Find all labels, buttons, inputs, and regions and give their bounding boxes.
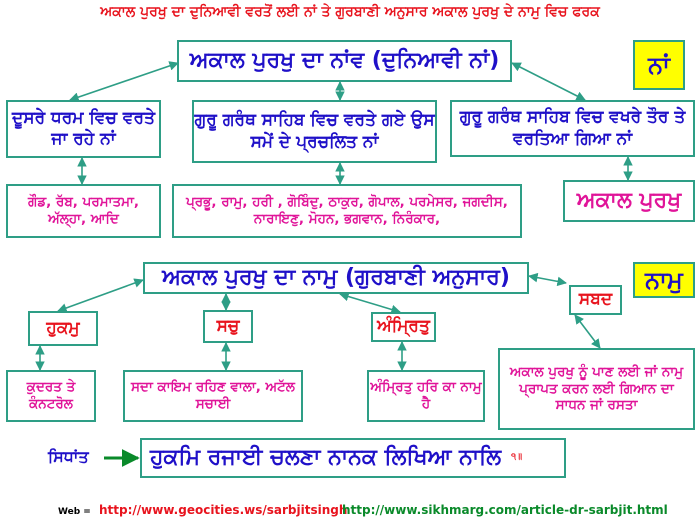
detail-hukam: ਕੁਦਰਤ ਤੇ ਕੰਨਟਰੋਲ: [6, 370, 96, 422]
main-box-worldly-name-label: ਅਕਾਲ ਪੁਰਖੁ ਦਾ ਨਾਂਵ (ਦੁਨਿਆਵੀ ਨਾਂ): [189, 48, 500, 74]
footer-web-label: Web =: [58, 507, 91, 517]
item-sach: ਸਚੁ: [203, 310, 253, 343]
detail-sabad: ਅਕਾਲ ਪੁਰਖੁ ਨੂੰ ਪਾਣ ਲਈ ਜਾਂ ਨਾਮੁ ਪ੍ਰਾਪਤ ਕਰ…: [498, 348, 695, 430]
box-ggs-distinct-name-label: ਗੁਰੂ ਗਰੰਥ ਸਾਹਿਬ ਵਿਚ ਵਖਰੇ ਤੌਰ ਤੇ ਵਰਤਿਆ ਗਿ…: [459, 107, 686, 149]
detail-hukam-text: ਕੁਦਰਤ ਤੇ ਕੰਨਟਰੋਲ: [26, 379, 76, 412]
arrow-sabad-detail: [574, 314, 601, 349]
main-box-gurbani-naam: ਅਕਾਲ ਪੁਰਖੁ ਦਾ ਨਾਮੁ (ਗੁਰਬਾਣੀ ਅਨੁਸਾਰ): [143, 262, 529, 294]
item-hukam-label: ਹੁਕਮੁ: [46, 317, 80, 338]
detail-other-religion-names-text: ਗੌਡ, ਰੱਬ, ਪਰਮਾਤਮਾ, ਅੱਲ੍ਹਾ, ਆਦਿ: [28, 194, 139, 227]
principle-quote: ਹੁਕਮਿ ਰਜਾਈ ਚਲਣਾ ਨਾਨਕ ਲਿਖਿਆ ਨਾਲਿ: [150, 445, 502, 471]
main-box-gurbani-naam-label: ਅਕਾਲ ਪੁਰਖੁ ਦਾ ਨਾਮੁ (ਗੁਰਬਾਣੀ ਅਨੁਸਾਰ): [162, 265, 510, 291]
footer: Web = http://www.geocities.ws/sarbjitsin…: [58, 503, 347, 517]
principle-quote-box: ਹੁਕਮਿ ਰਜਾਈ ਚਲਣਾ ਨਾਨਕ ਲਿਖਿਆ ਨਾਲਿ ੧॥: [140, 438, 566, 478]
item-sach-label: ਸਚੁ: [216, 315, 240, 336]
detail-sach: ਸਦਾ ਕਾਇਮ ਰਹਿਣ ਵਾਲਾ, ਅਟੱਲ ਸਚਾਈ: [123, 370, 303, 422]
tag-naa: ਨਾਂ: [633, 40, 685, 90]
detail-ggs-common-names: ਪ੍ਰਭੂ, ਰਾਮੁ, ਹਰੀ , ਗੋਬਿੰਦੁ, ਠਾਕੁਰ, ਗੋਪਾਲ…: [172, 184, 522, 238]
detail-sach-text: ਸਦਾ ਕਾਇਮ ਰਹਿਣ ਵਾਲਾ, ਅਟੱਲ ਸਚਾਈ: [131, 379, 295, 412]
main-box-worldly-name: ਅਕਾਲ ਪੁਰਖੁ ਦਾ ਨਾਂਵ (ਦੁਨਿਆਵੀ ਨਾਂ): [177, 40, 512, 82]
item-hukam: ਹੁਕਮੁ: [28, 311, 98, 346]
detail-ggs-common-names-text: ਪ੍ਰਭੂ, ਰਾਮੁ, ਹਰੀ , ਗੋਬਿੰਦੁ, ਠਾਕੁਰ, ਗੋਪਾਲ…: [186, 194, 508, 227]
arrow-main2-amrit: [339, 291, 401, 315]
footer-url-geocities[interactable]: http://www.geocities.ws/sarbjitsingh: [99, 503, 348, 517]
item-sabad-label: ਸਬਦ: [578, 289, 613, 310]
detail-amrit: ਅੰਮ੍ਰਿਤੁ ਹਰਿ ਕਾ ਨਾਮੁ ਹੈ: [367, 370, 485, 422]
box-other-religion-names-label: ਦੂਸਰੇ ਧਰਮ ਵਿਚ ਵਰਤੇ ਜਾ ਰਹੇ ਨਾਂ: [12, 107, 155, 149]
box-other-religion-names: ਦੂਸਰੇ ਧਰਮ ਵਿਚ ਵਰਤੇ ਜਾ ਰਹੇ ਨਾਂ: [6, 100, 161, 158]
tag-naa-label: ਨਾਂ: [648, 51, 670, 79]
box-ggs-common-names-label: ਗੁਰੂ ਗਰੰਥ ਸਾਹਿਬ ਵਿਚ ਵਰਤੇ ਗਏ ਉਸ ਸਮੇਂ ਦੇ ਪ…: [194, 110, 435, 152]
detail-other-religion-names: ਗੌਡ, ਰੱਬ, ਪਰਮਾਤਮਾ, ਅੱਲ੍ਹਾ, ਆਦਿ: [6, 184, 161, 238]
item-amrit-label: ਅੰਮ੍ਰਿਤੁ: [377, 316, 430, 337]
detail-amrit-text: ਅੰਮ੍ਰਿਤੁ ਹਰਿ ਕਾ ਨਾਮੁ ਹੈ: [370, 379, 482, 412]
box-ggs-common-names: ਗੁਰੂ ਗਰੰਥ ਸਾਹਿਬ ਵਿਚ ਵਰਤੇ ਗਏ ਉਸ ਸਮੇਂ ਦੇ ਪ…: [192, 100, 437, 163]
principle-ref: ੧॥: [511, 452, 523, 463]
detail-ggs-distinct-name: ਅਕਾਲ ਪੁਰਖੁ: [563, 180, 695, 222]
detail-ggs-distinct-name-text: ਅਕਾਲ ਪੁਰਖੁ: [576, 188, 682, 214]
principle-label: ਸਿਧਾਂਤ: [48, 447, 89, 466]
arrow-main2-hukam: [57, 278, 144, 313]
detail-sabad-text: ਅਕਾਲ ਪੁਰਖੁ ਨੂੰ ਪਾਣ ਲਈ ਜਾਂ ਨਾਮੁ ਪ੍ਰਾਪਤ ਕਰ…: [509, 363, 684, 414]
tag-naam-label: ਨਾਮੁ: [645, 266, 683, 294]
box-ggs-distinct-name: ਗੁਰੂ ਗਰੰਥ ਸਾਹਿਬ ਵਿਚ ਵਖਰੇ ਤੌਰ ਤੇ ਵਰਤਿਆ ਗਿ…: [450, 100, 695, 157]
arrow-main1-left: [69, 61, 179, 102]
item-sabad: ਸਬਦ: [569, 285, 622, 315]
item-amrit: ਅੰਮ੍ਰਿਤੁ: [371, 312, 436, 342]
footer-url-sikhmarg[interactable]: http://www.sikhmarg.com/article-dr-sarbj…: [342, 503, 668, 517]
arrow-main1-right: [511, 62, 586, 101]
arrow-main2-sabad: [528, 272, 567, 287]
tag-naam: ਨਾਮੁ: [633, 262, 695, 298]
page-title: ਅਕਾਲ ਪੁਰਖੁ ਦਾ ਦੁਨਿਆਵੀ ਵਰਤੋਂ ਲਈ ਨਾਂ ਤੇ ਗੁ…: [100, 4, 600, 20]
